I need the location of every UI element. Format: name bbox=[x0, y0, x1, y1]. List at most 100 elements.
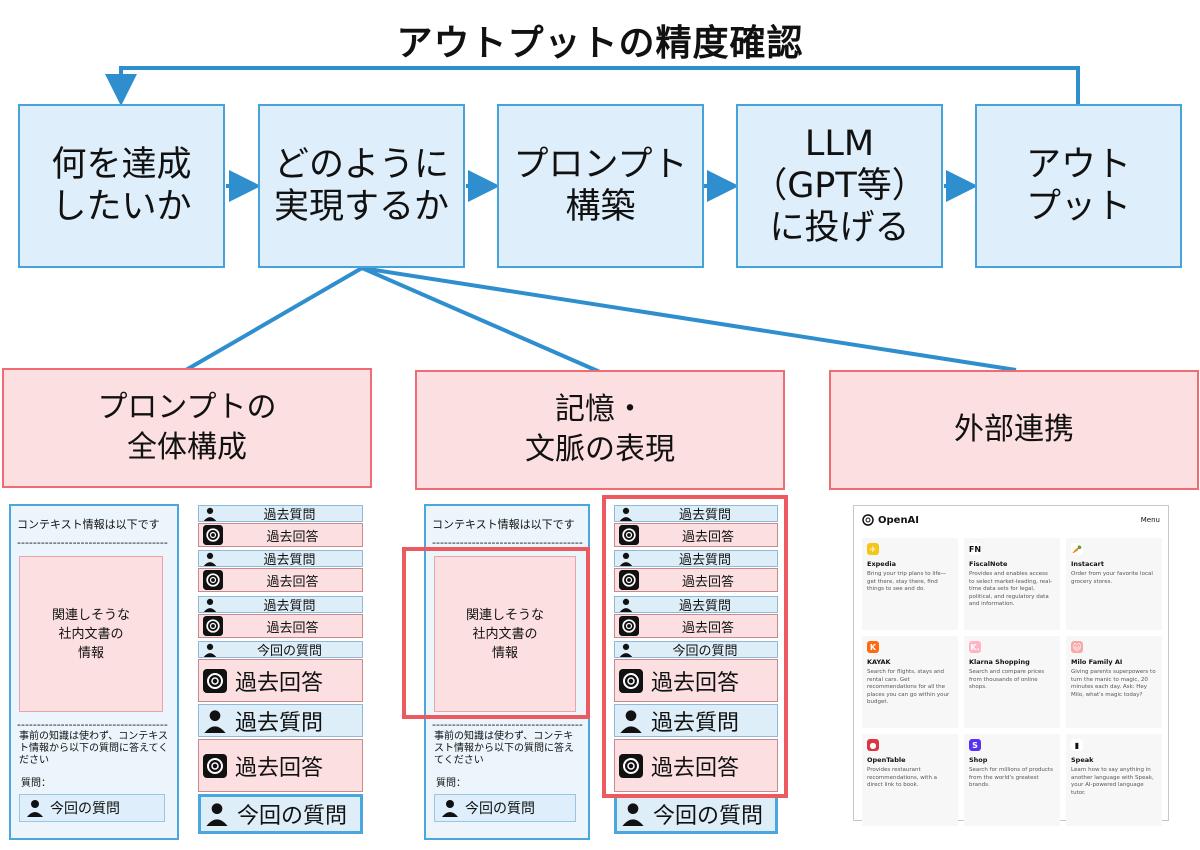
past-question-row: 過去質問 bbox=[198, 704, 363, 737]
past-question-row: 過去質問 bbox=[614, 704, 778, 737]
chat-row-label: 過去質問 bbox=[678, 553, 731, 568]
context-header: コンテキスト情報は以下です bbox=[432, 518, 575, 531]
chat-row-label: 過去回答 bbox=[235, 670, 324, 696]
chatgpt-icon bbox=[203, 668, 227, 693]
user-icon bbox=[442, 800, 458, 817]
plugin-name: Shop bbox=[969, 756, 988, 764]
chat-row-label: 過去質問 bbox=[678, 508, 731, 523]
plugin-name: FiscalNote bbox=[969, 560, 1008, 568]
user-icon bbox=[203, 507, 217, 521]
past-answer-row: 過去回答 bbox=[198, 523, 363, 547]
past-question-row: 過去質問 bbox=[198, 550, 363, 568]
plugin-description: Provides and enables access to select ma… bbox=[969, 571, 1053, 607]
flow-step-llm: LLM （GPT等） に投げる bbox=[736, 104, 943, 268]
chat-row-label: 過去回答 bbox=[651, 755, 740, 781]
plugin-description: Search for flights, stays and rental car… bbox=[867, 669, 950, 705]
menu-button[interactable]: Menu bbox=[1140, 516, 1160, 524]
plugin-description: Learn how to say anything in another lan… bbox=[1071, 767, 1154, 796]
plugin-name: OpenTable bbox=[867, 756, 906, 764]
context-document: 関連しそうな 社内文書の 情報 bbox=[434, 556, 576, 712]
branch-line-3 bbox=[361, 266, 1017, 372]
chatgpt-icon bbox=[203, 525, 223, 545]
branch-line-2 bbox=[361, 266, 601, 374]
user-icon bbox=[27, 800, 43, 817]
page-title: アウトプットの精度確認 bbox=[396, 23, 804, 64]
plugin-icon: ✈ bbox=[867, 543, 879, 555]
chat-row-label: 過去質問 bbox=[263, 553, 316, 568]
past-answer-row: 過去回答 bbox=[198, 659, 363, 702]
user-icon bbox=[620, 709, 642, 733]
category-prompt-structure: プロンプトの 全体構成 bbox=[2, 368, 372, 488]
plugin-description: Giving parents superpowers to turn the m… bbox=[1071, 669, 1156, 698]
current-question-row: 今回の質問 bbox=[198, 641, 363, 659]
past-answer-row: 過去回答 bbox=[198, 568, 363, 592]
question-label: 質問： bbox=[436, 778, 466, 789]
past-question-row: 過去質問 bbox=[198, 596, 363, 614]
plugin-icon: S bbox=[969, 739, 981, 751]
category-external-integration: 外部連携 bbox=[829, 370, 1199, 490]
context-divider: -------------------------------------- bbox=[17, 718, 168, 731]
chat-row-label: 過去質問 bbox=[263, 599, 316, 614]
plugin-name: Speak bbox=[1071, 756, 1094, 764]
chatgpt-icon bbox=[619, 616, 639, 636]
current-question-row: 今回の質問 bbox=[614, 794, 778, 834]
chatgpt-icon bbox=[203, 616, 223, 636]
plugin-icon: K. bbox=[969, 641, 981, 653]
user-icon bbox=[619, 552, 633, 566]
question-label: 質問： bbox=[21, 778, 51, 789]
chat-row-label: 今回の質問 bbox=[672, 644, 738, 659]
past-question-row: 過去質問 bbox=[198, 505, 363, 523]
context-divider: -------------------------------------- bbox=[17, 536, 168, 549]
user-icon bbox=[619, 643, 633, 657]
current-question-row: 今回の質問 bbox=[614, 641, 778, 659]
context-divider: -------------------------------------- bbox=[432, 718, 583, 731]
context-instruction: 事前の知識は使わず、コンテキスト情報から以下の質問に答えてください bbox=[19, 731, 169, 766]
branch-line-1 bbox=[184, 266, 364, 372]
past-answer-row: 過去回答 bbox=[614, 614, 778, 638]
chat-row-label: 過去質問 bbox=[651, 710, 740, 736]
chat-row-label: 過去回答 bbox=[681, 574, 734, 590]
plugin-name: KAYAK bbox=[867, 658, 891, 666]
chatgpt-icon bbox=[619, 525, 639, 545]
plugin-icon: FN bbox=[968, 543, 982, 555]
chat-row-label: 過去質問 bbox=[235, 710, 324, 736]
context-prompt-panel-2: コンテキスト情報は以下です --------------------------… bbox=[424, 504, 590, 840]
plugin-icon: ● bbox=[867, 739, 879, 751]
document-highlight bbox=[402, 547, 590, 719]
history-highlight bbox=[602, 495, 788, 798]
context-divider: -------------------------------------- bbox=[432, 536, 583, 549]
current-question-row: 今回の質問 bbox=[198, 794, 363, 834]
user-icon bbox=[203, 643, 217, 657]
openai-header: OpenAI bbox=[862, 514, 919, 526]
past-answer-row: 過去回答 bbox=[198, 614, 363, 638]
past-question-row: 過去質問 bbox=[614, 505, 778, 523]
flow-step-prompt: プロンプト 構築 bbox=[497, 104, 704, 268]
category-memory-context: 記憶・ 文脈の表現 bbox=[415, 370, 785, 490]
past-question-row: 過去質問 bbox=[614, 550, 778, 568]
plugin-name: Instacart bbox=[1071, 560, 1104, 568]
past-answer-row: 過去回答 bbox=[198, 739, 363, 792]
chat-row-label: 過去質問 bbox=[263, 508, 316, 523]
openai-logo-icon bbox=[862, 514, 874, 526]
plugin-description: Bring your trip plans to life—get there,… bbox=[867, 571, 947, 592]
chatgpt-icon bbox=[619, 570, 639, 590]
chat-row-label: 過去回答 bbox=[651, 670, 740, 696]
user-icon bbox=[206, 803, 228, 826]
chatgpt-icon bbox=[203, 570, 223, 590]
current-question-box: 今回の質問 bbox=[19, 794, 165, 822]
context-document: 関連しそうな 社内文書の 情報 bbox=[19, 556, 163, 712]
current-question-box: 今回の質問 bbox=[434, 794, 576, 822]
current-question-text: 今回の質問 bbox=[50, 801, 120, 817]
past-answer-row: 過去回答 bbox=[614, 523, 778, 547]
chat-row-label: 過去回答 bbox=[266, 574, 319, 590]
